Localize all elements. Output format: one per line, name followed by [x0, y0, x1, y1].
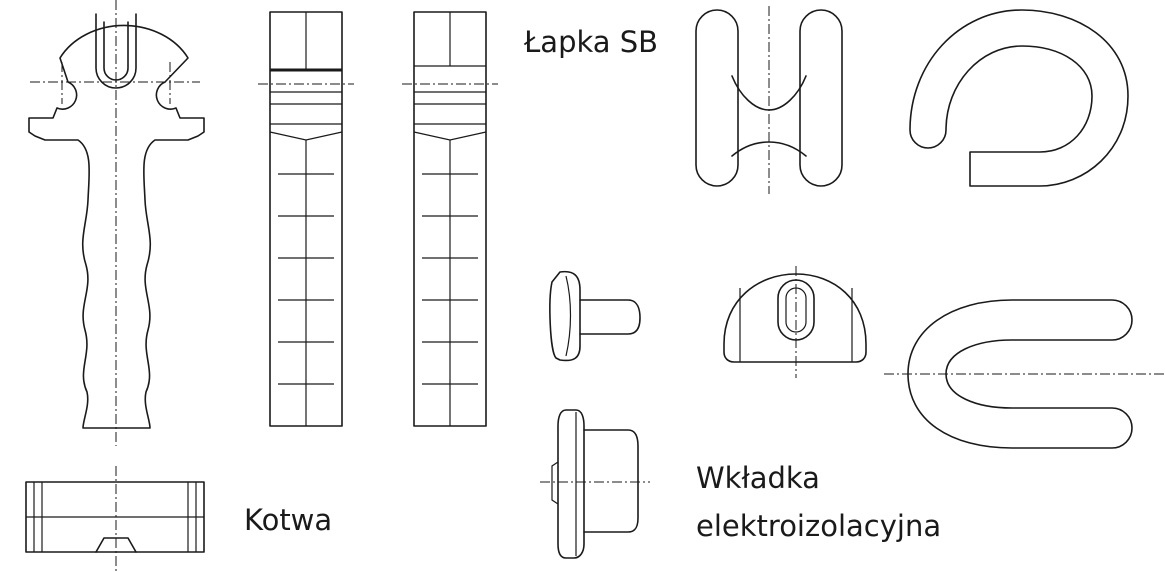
kotwa-slot-outer — [95, 13, 137, 89]
kotwa-front-view — [28, 0, 205, 446]
label-wkladka-line1: Wkładka — [696, 461, 820, 495]
wkladka-large-view — [540, 409, 650, 559]
label-lapka-sb: Łapka SB — [524, 25, 659, 59]
wkladka-u-view — [884, 299, 1165, 449]
side-view-1-chevron — [269, 131, 343, 141]
kotwa-front-outline — [28, 24, 205, 429]
wkladka-small-inner — [565, 275, 572, 357]
wkladka-small-view — [549, 270, 641, 362]
wkladka-dome-view — [723, 266, 867, 378]
kotwa-side-view-1 — [258, 11, 354, 427]
kotwa-side-view-2 — [402, 11, 498, 427]
wkladka-large-body — [583, 429, 639, 533]
lapka-hook-outline — [909, 9, 1129, 187]
wkladka-large-nub — [551, 461, 559, 505]
label-wkladka-line2: elektroizolacyjna — [696, 509, 942, 543]
wkladka-large-flange — [557, 409, 585, 559]
lapka-right-leg — [799, 9, 843, 187]
side-view-2-chevron — [413, 131, 487, 141]
wkladka-small-stem — [579, 299, 641, 335]
kotwa-plan-view — [25, 466, 205, 572]
lapka-hook-view — [909, 9, 1129, 187]
label-kotwa: Kotwa — [244, 503, 333, 537]
lapka-front-view — [695, 6, 843, 194]
wkladka-dome-outline — [723, 273, 867, 363]
lapka-left-leg — [695, 9, 739, 187]
lapka-bridge-bottom — [731, 141, 807, 157]
wkladka-small-flange — [549, 270, 581, 362]
